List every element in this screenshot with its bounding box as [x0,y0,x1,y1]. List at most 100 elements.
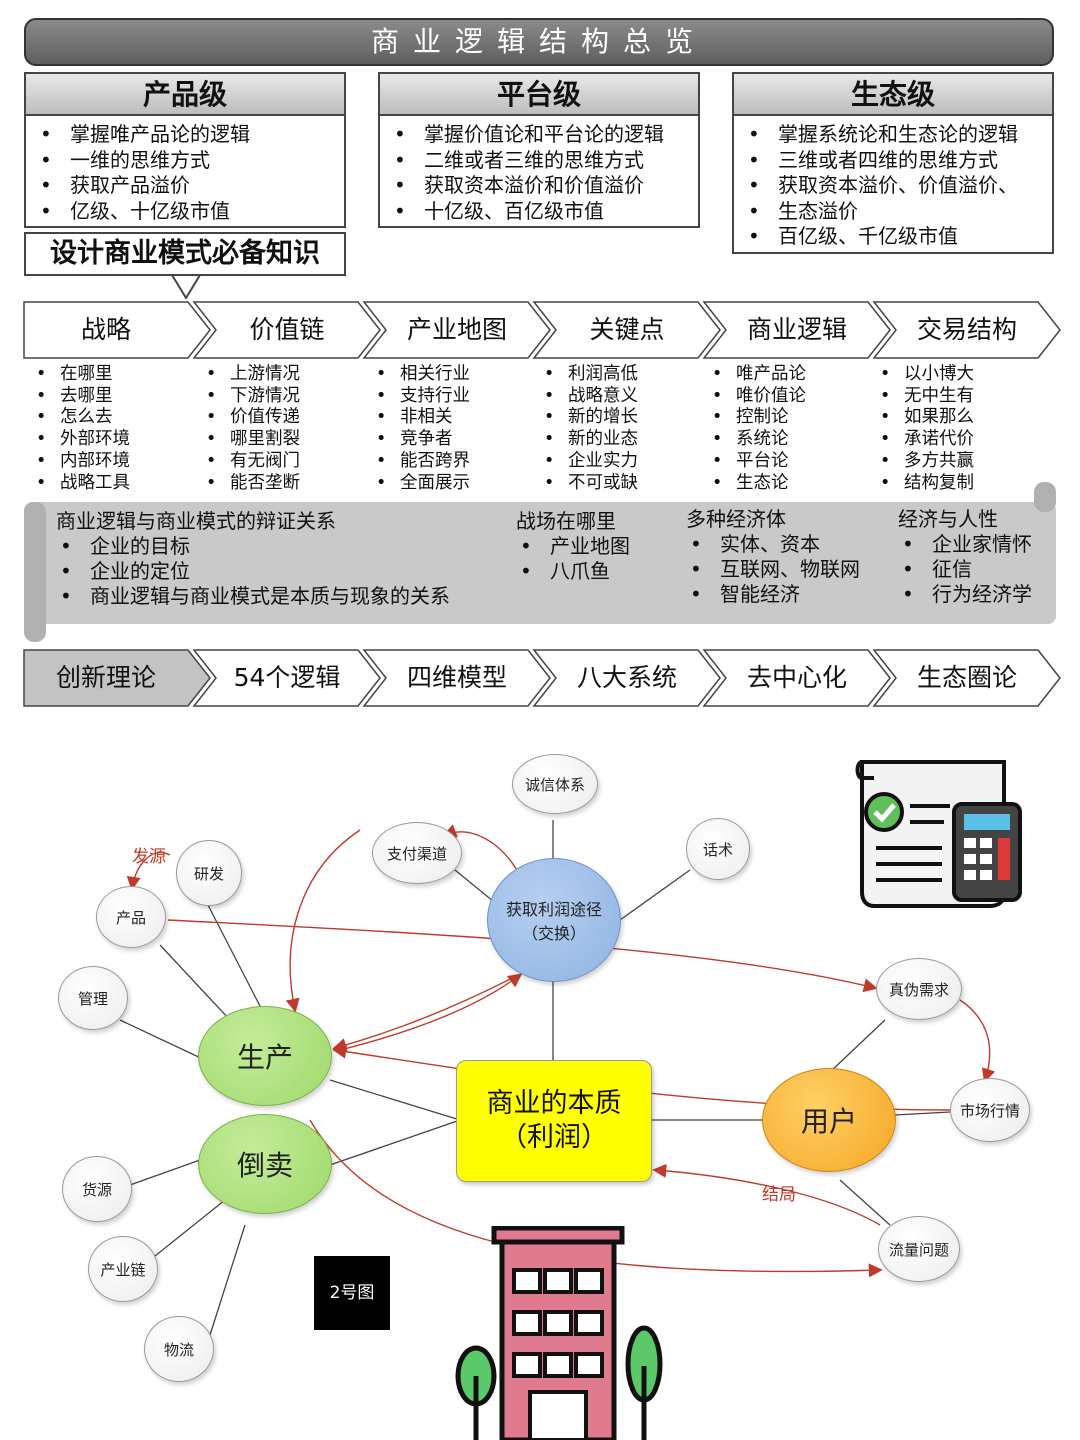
list-item: 企业实力 [534,451,694,473]
down-pointer-icon [170,274,202,300]
section-item: 智能经济 [686,582,886,607]
chevron-list-value-chain: 上游情况 下游情况 价值传递 哪里割裂 有无阀门 能否垄断 [196,364,356,494]
scroll-curl-left [24,502,46,642]
chevron-label: 交易结构 [916,315,1017,344]
profit-path-line2: （交换） [521,924,586,943]
payment-channel-node: 支付渠道 [372,822,462,884]
list-item: 生态论 [702,473,862,495]
level-box-platform: 平台级 掌握价值论和平台论的逻辑 二维或者三维的思维方式 获取资本溢价和价值溢价… [378,72,700,228]
level-item: 三维或者四维的思维方式 [742,148,1044,174]
section-title: 多种经济体 [686,507,786,531]
scroll-section-battlefield: 战场在哪里 产业地图 八爪鱼 [516,508,676,584]
list-item: 控制论 [702,407,862,429]
chevron-bottom-0: 创新理论 [23,649,211,707]
profit-path-node: 获取利润途径 （交换） [487,858,621,982]
list-item: 怎么去 [26,407,186,429]
level-item: 一维的思维方式 [34,148,336,174]
section-title: 商业逻辑与商业模式的辩证关系 [56,509,336,533]
list-item: 价值传递 [196,407,356,429]
list-item: 平台论 [702,451,862,473]
chevron-label: 价值链 [249,315,325,344]
chevron-shape [872,301,1061,359]
production-node: 生产 [198,1006,332,1106]
figure-label: 2号图 [314,1256,390,1330]
chevron-label: 创新理论 [55,663,156,692]
list-item: 能否跨界 [366,451,526,473]
scroll-section-human-nature: 经济与人性 企业家情怀 征信 行为经济学 [898,506,1054,607]
chevron-label: 去中心化 [746,663,847,692]
list-item: 如果那么 [870,407,1040,429]
chevron-top-5: 交易结构 [872,301,1061,359]
chevron-top-2: 产业地图 [362,301,551,359]
chevron-label: 四维模型 [406,663,507,692]
list-item: 有无阀门 [196,451,356,473]
chevron-label: 战略 [80,315,131,344]
list-item: 战略意义 [534,386,694,408]
management-node: 管理 [58,966,128,1030]
market-node: 市场行情 [950,1078,1030,1142]
section-item: 企业的定位 [56,559,506,584]
chevron-bottom-2: 四维模型 [362,649,551,707]
chevron-label: 生态圈论 [916,663,1017,692]
list-item: 非相关 [366,407,526,429]
level-item: 亿级、十亿级市值 [34,199,336,225]
section-item: 商业逻辑与商业模式是本质与现象的关系 [56,584,506,609]
essence-line1: 商业的本质 [486,1088,622,1119]
chevron-list-key-points: 利润高低 战略意义 新的增长 新的业态 企业实力 不可或缺 [534,364,694,494]
section-item: 行为经济学 [898,582,1054,607]
chevron-shape [23,301,211,359]
scroll-section-economies: 多种经济体 实体、资本 互联网、物联网 智能经济 [686,506,886,607]
list-item: 在哪里 [26,364,186,386]
traffic-node: 流量问题 [878,1216,960,1282]
overview-title: 商业逻辑结构总览 [24,18,1054,66]
chevron-shape [702,649,891,707]
logistics-node: 物流 [144,1316,214,1382]
chevron-list-transaction: 以小博大 无中生有 如果那么 承诺代价 多方共赢 结构复制 [870,364,1040,494]
section-title: 经济与人性 [898,507,998,531]
true-false-demand-node: 真伪需求 [876,958,962,1020]
users-node: 用户 [762,1068,896,1172]
list-item: 不可或缺 [534,473,694,495]
level-title: 生态级 [734,74,1052,116]
essence-line2: （利润） [500,1122,608,1153]
level-box-product: 产品级 掌握唯产品论的逻辑 一维的思维方式 获取产品溢价 亿级、十亿级市值 [24,72,346,228]
list-item: 全面展示 [366,473,526,495]
section-item: 实体、资本 [686,532,886,557]
list-item: 去哪里 [26,386,186,408]
chevron-top-0: 战略 [23,301,211,359]
chevron-shape [872,649,1061,707]
chevron-label: 产业地图 [406,315,507,344]
level-item: 掌握唯产品论的逻辑 [34,122,336,148]
chevron-shape [532,649,721,707]
industry-chain-node: 产业链 [88,1236,158,1302]
list-item: 结构复制 [870,473,1040,495]
level-item: 获取资本溢价和价值溢价 [388,173,690,199]
list-item: 能否垄断 [196,473,356,495]
invoice-calculator-icon [855,760,1022,908]
chevron-bottom-3: 八大系统 [532,649,721,707]
resale-label: 倒卖 [236,1149,293,1182]
users-label: 用户 [800,1105,857,1138]
list-item: 战略工具 [26,473,186,495]
knowledge-title: 设计商业模式必备知识 [24,232,346,276]
level-item: 掌握价值论和平台论的逻辑 [388,122,690,148]
chevron-list-strategy: 在哪里 去哪里 怎么去 外部环境 内部环境 战略工具 [26,364,186,494]
level-item: 获取资本溢价、价值溢价、 [742,173,1044,199]
list-item: 承诺代价 [870,429,1040,451]
level-item: 二维或者三维的思维方式 [388,148,690,174]
list-item: 系统论 [702,429,862,451]
resale-node: 倒卖 [198,1114,332,1214]
list-item: 上游情况 [196,364,356,386]
scroll-curl-right [1034,482,1056,512]
chevron-label: 54个逻辑 [233,663,341,692]
script-node: 话术 [686,818,750,880]
chevron-bottom-5: 生态圈论 [872,649,1061,707]
level-item: 十亿级、百亿级市值 [388,199,690,225]
section-item: 企业家情怀 [898,532,1054,557]
list-item: 无中生有 [870,386,1040,408]
section-item: 征信 [898,557,1054,582]
chevron-list-business-logic: 唯产品论 唯价值论 控制论 系统论 平台论 生态论 [702,364,862,494]
level-item: 百亿级、千亿级市值 [742,224,1044,250]
chevron-list-industry-map: 相关行业 支持行业 非相关 竞争者 能否跨界 全面展示 [366,364,526,494]
chevron-shape [532,301,721,359]
